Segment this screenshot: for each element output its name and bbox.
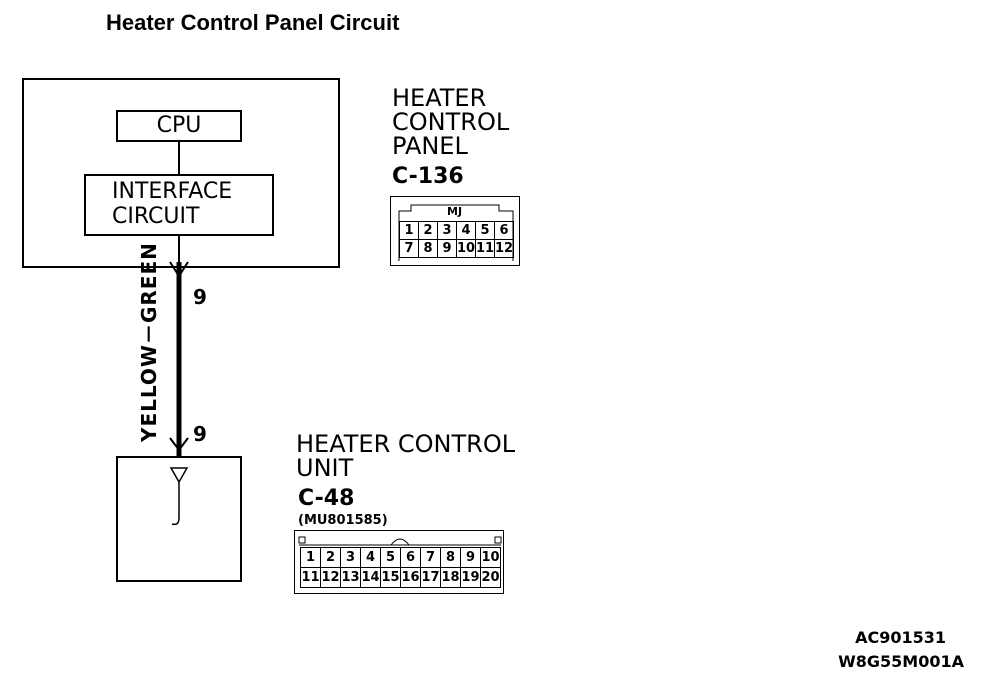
panel-connector: MJ 1 2 3 4 5 6 7 8 9 10 11 12 bbox=[390, 196, 520, 266]
unit-pin: 6 bbox=[401, 548, 421, 568]
interface-circuit-box: INTERFACE CIRCUIT bbox=[84, 174, 274, 236]
panel-pin: 6 bbox=[495, 222, 514, 240]
panel-pin: 10 bbox=[456, 240, 476, 258]
panel-pin: 2 bbox=[419, 222, 438, 240]
panel-pin: 9 bbox=[438, 240, 457, 258]
unit-pin: 14 bbox=[361, 568, 381, 588]
unit-pin: 16 bbox=[401, 568, 421, 588]
unit-name-line2: UNIT bbox=[296, 454, 354, 482]
unit-connector-id: C-48 bbox=[298, 486, 355, 511]
unit-name: HEATER CONTROL UNIT bbox=[296, 432, 515, 480]
heater-control-panel-box bbox=[22, 78, 340, 268]
panel-pin: 11 bbox=[475, 240, 495, 258]
panel-pin: 8 bbox=[419, 240, 438, 258]
unit-pin: 2 bbox=[321, 548, 341, 568]
reference-code-2: W8G55M001A bbox=[838, 652, 964, 671]
wire-color-label: YELLOW－GREEN bbox=[137, 242, 161, 442]
panel-connector-id: C-136 bbox=[392, 164, 464, 189]
unit-connector-outline bbox=[298, 536, 502, 546]
unit-pin: 13 bbox=[341, 568, 361, 588]
wire-bottom-pin: 9 bbox=[193, 422, 207, 446]
bottom-connector-arrow bbox=[169, 437, 189, 452]
unit-pin: 8 bbox=[441, 548, 461, 568]
unit-pin: 9 bbox=[461, 548, 481, 568]
unit-pin: 15 bbox=[381, 568, 401, 588]
unit-pin: 4 bbox=[361, 548, 381, 568]
panel-pin: 5 bbox=[476, 222, 495, 240]
unit-pin: 18 bbox=[441, 568, 461, 588]
unit-pin: 20 bbox=[481, 568, 501, 588]
panel-pin: 1 bbox=[400, 222, 419, 240]
unit-pin: 5 bbox=[381, 548, 401, 568]
unit-pin: 1 bbox=[301, 548, 321, 568]
unit-pin: 17 bbox=[421, 568, 441, 588]
unit-connector: 1 2 3 4 5 6 7 8 9 10 11 12 13 14 15 16 1… bbox=[294, 530, 504, 594]
panel-pin: 3 bbox=[438, 222, 457, 240]
unit-pin: 12 bbox=[321, 568, 341, 588]
unit-pin: 3 bbox=[341, 548, 361, 568]
cpu-box: CPU bbox=[116, 110, 242, 142]
panel-name-line1: HEATER bbox=[392, 84, 487, 112]
unit-name-line1: HEATER CONTROL bbox=[296, 430, 516, 458]
panel-connector-tag: MJ bbox=[447, 205, 463, 218]
panel-connector-pins: 1 2 3 4 5 6 7 8 9 10 11 12 bbox=[399, 221, 514, 258]
panel-name-line3: PANEL bbox=[392, 132, 468, 160]
input-symbol-curl bbox=[171, 517, 180, 526]
interface-label-line1: INTERFACE bbox=[112, 179, 233, 204]
panel-pin: 7 bbox=[400, 240, 419, 258]
input-triangle-symbol bbox=[169, 467, 189, 484]
unit-pin: 10 bbox=[481, 548, 501, 568]
top-connector-arrow bbox=[169, 261, 189, 278]
reference-code-1: AC901531 bbox=[855, 628, 946, 647]
panel-pin: 12 bbox=[494, 240, 514, 258]
unit-pin: 11 bbox=[301, 568, 321, 588]
page-title: Heater Control Panel Circuit bbox=[106, 10, 400, 35]
panel-name-line2: CONTROL bbox=[392, 108, 510, 136]
panel-connector-outline bbox=[398, 204, 514, 261]
interface-label-line2: CIRCUIT bbox=[112, 204, 200, 229]
unit-pin: 19 bbox=[461, 568, 481, 588]
unit-pin: 7 bbox=[421, 548, 441, 568]
cpu-label: CPU bbox=[156, 113, 202, 138]
panel-name: HEATER CONTROL PANEL bbox=[392, 86, 509, 158]
unit-part-number: (MU801585) bbox=[298, 513, 388, 528]
panel-pin: 4 bbox=[457, 222, 476, 240]
wire-top-pin: 9 bbox=[193, 285, 207, 309]
unit-connector-pins: 1 2 3 4 5 6 7 8 9 10 11 12 13 14 15 16 1… bbox=[300, 547, 501, 588]
